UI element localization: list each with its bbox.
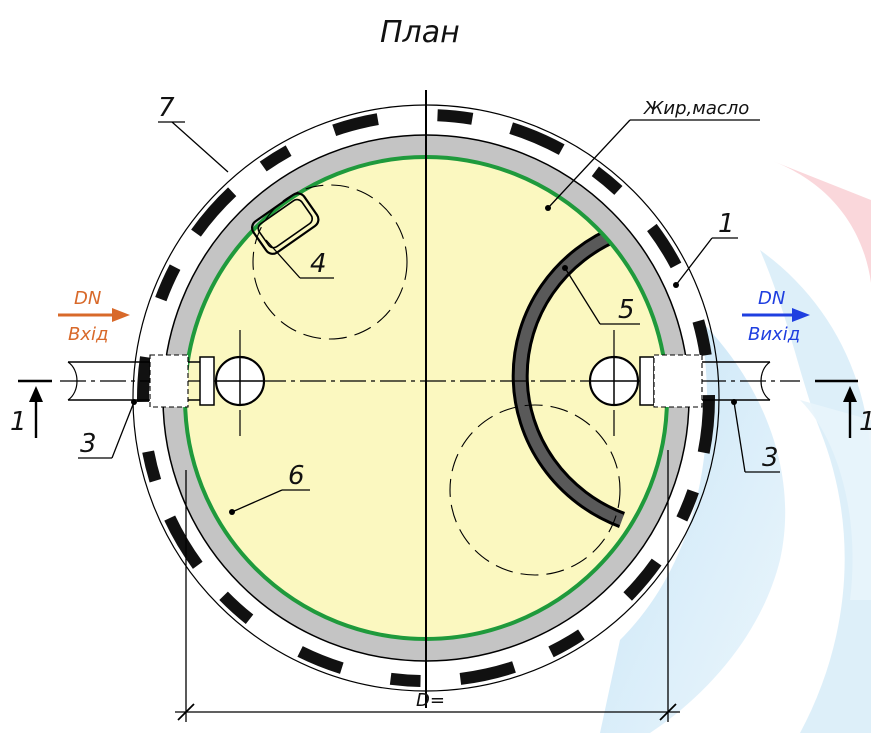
- leader-1: [673, 237, 738, 288]
- callout-7: 7: [158, 93, 175, 123]
- leader-6: [229, 489, 310, 515]
- section-marker-right: [815, 379, 858, 438]
- leader-4: [265, 239, 334, 279]
- callout-1: 1: [718, 209, 735, 239]
- dimension-label: D=: [416, 690, 445, 711]
- leader-3-left: [78, 399, 137, 459]
- drawing-title: План: [380, 15, 460, 50]
- grease-label: Жир,масло: [643, 98, 749, 119]
- wall-joint-bands: [137, 109, 715, 687]
- inlet-label: Вхід: [68, 324, 108, 345]
- inlet-dn-label: DN: [74, 288, 101, 309]
- lower-manhole-hidden: [449, 404, 621, 576]
- section-label-right: 1: [859, 407, 871, 437]
- outlet-label: Вихід: [748, 324, 800, 345]
- callout-3-right: 3: [762, 443, 779, 473]
- leader-5: [562, 265, 640, 325]
- callout-4: 4: [310, 249, 327, 279]
- callout-3-left: 3: [80, 429, 97, 459]
- outlet-dn-label: DN: [758, 288, 785, 309]
- baffle-wall: [511, 224, 626, 528]
- access-ladder: [250, 192, 320, 255]
- diameter-dimension: [175, 450, 680, 722]
- section-marker-left: [18, 379, 52, 438]
- inlet-flow-arrow: [58, 308, 130, 322]
- leader-grease: [545, 119, 760, 211]
- watermark-logo: [600, 160, 871, 733]
- outlet-flow-arrow: [742, 308, 810, 322]
- section-label-left: 1: [10, 407, 27, 437]
- upper-manhole-hidden: [252, 184, 408, 340]
- callout-5: 5: [618, 295, 635, 325]
- callout-6: 6: [288, 461, 305, 491]
- outlet-pipe: [588, 354, 771, 408]
- inlet-pipe: [67, 354, 266, 408]
- leader-3-right: [731, 399, 780, 473]
- leader-7: [158, 121, 229, 173]
